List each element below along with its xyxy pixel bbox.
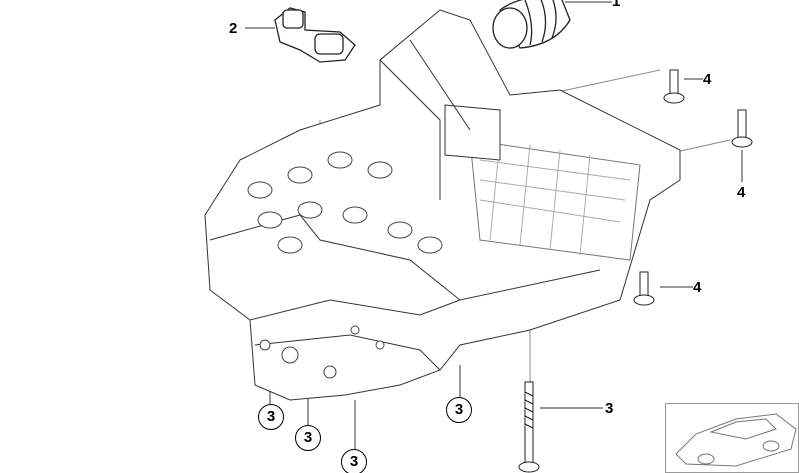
connector-part	[274, 7, 356, 63]
circled-callout-3: 3	[258, 404, 284, 430]
callout-4: 4	[737, 184, 746, 201]
car-icon	[675, 413, 797, 467]
bellows-part	[492, 0, 571, 49]
callout-4: 4	[693, 279, 702, 296]
callout-2: 2	[229, 20, 238, 37]
callout-3: 3	[605, 400, 614, 417]
callout-1: 1	[612, 0, 621, 10]
valve-body	[204, 9, 681, 401]
circled-callout-3: 3	[295, 425, 321, 451]
callout-4: 4	[703, 71, 712, 88]
bolt-icons	[518, 69, 753, 473]
circled-callout-3: 3	[446, 397, 472, 423]
circled-callout-3: 3	[341, 449, 367, 473]
vehicle-thumbnail	[665, 403, 799, 473]
